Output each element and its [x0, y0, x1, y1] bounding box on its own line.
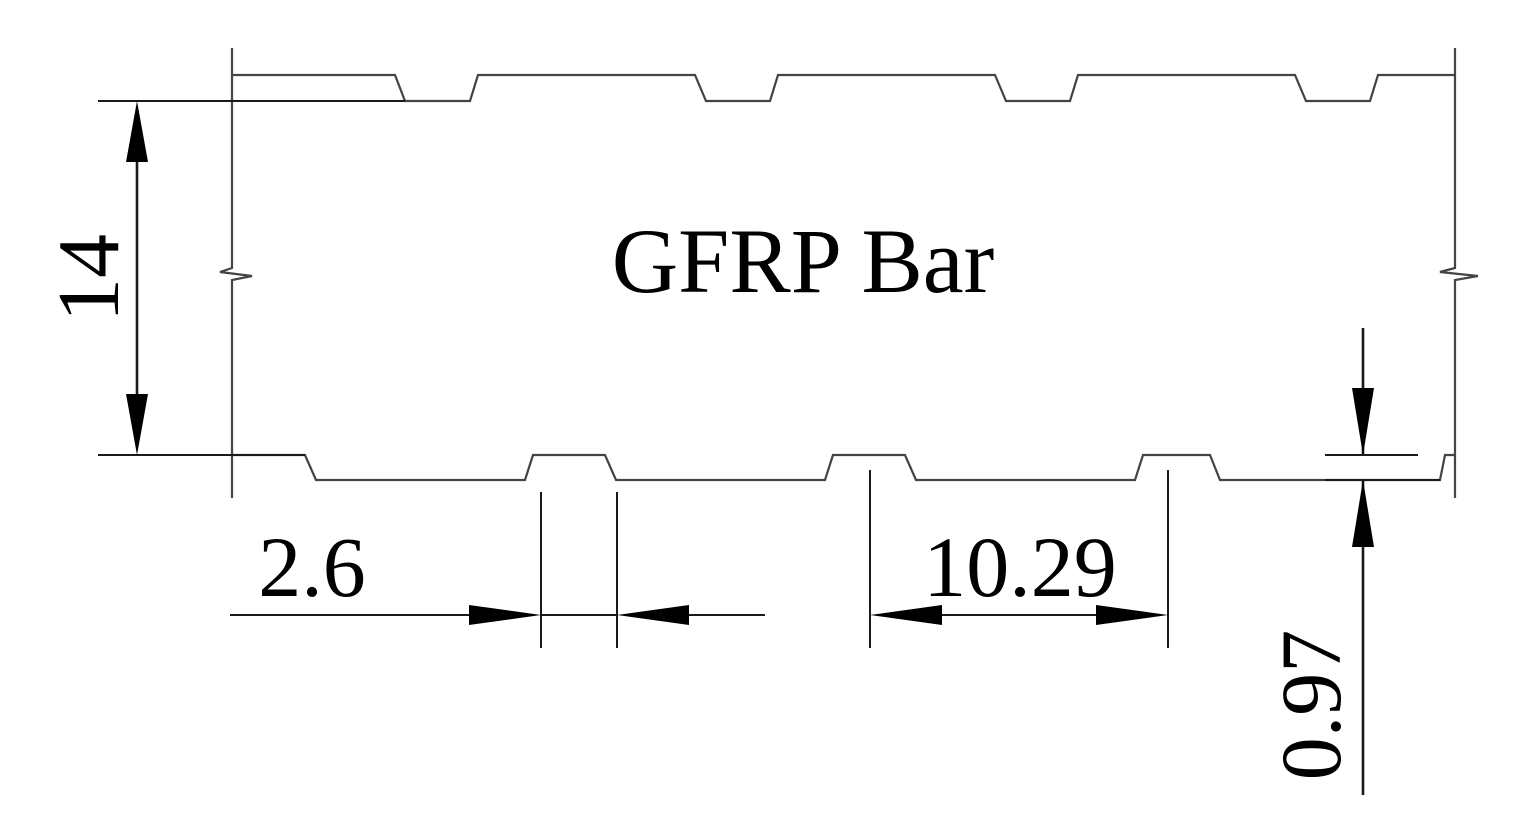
- rib-spacing-label: 10.29: [923, 519, 1117, 615]
- rib-depth-arrow-up: [1352, 480, 1374, 547]
- bar-bottom-profile: [232, 453, 1455, 482]
- rib-width-label: 2.6: [258, 519, 366, 615]
- rib-spacing-arrow-right: [1096, 605, 1168, 625]
- rib-depth-arrow-down: [1352, 388, 1374, 455]
- diameter-arrow-up: [126, 101, 148, 162]
- diameter-arrow-down: [126, 394, 148, 455]
- bar-title-label: GFRP Bar: [612, 210, 995, 312]
- rib-width-arrow-right: [617, 605, 689, 625]
- rib-spacing-arrow-left: [870, 605, 942, 625]
- rib-width-arrow-left: [469, 605, 541, 625]
- diameter-label: 14: [41, 234, 138, 322]
- bar-right-break-line: [1439, 48, 1479, 498]
- rib-depth-label: 0.97: [1263, 630, 1359, 781]
- bar-top-profile: [232, 73, 1455, 103]
- bar-left-break-line: [219, 48, 253, 498]
